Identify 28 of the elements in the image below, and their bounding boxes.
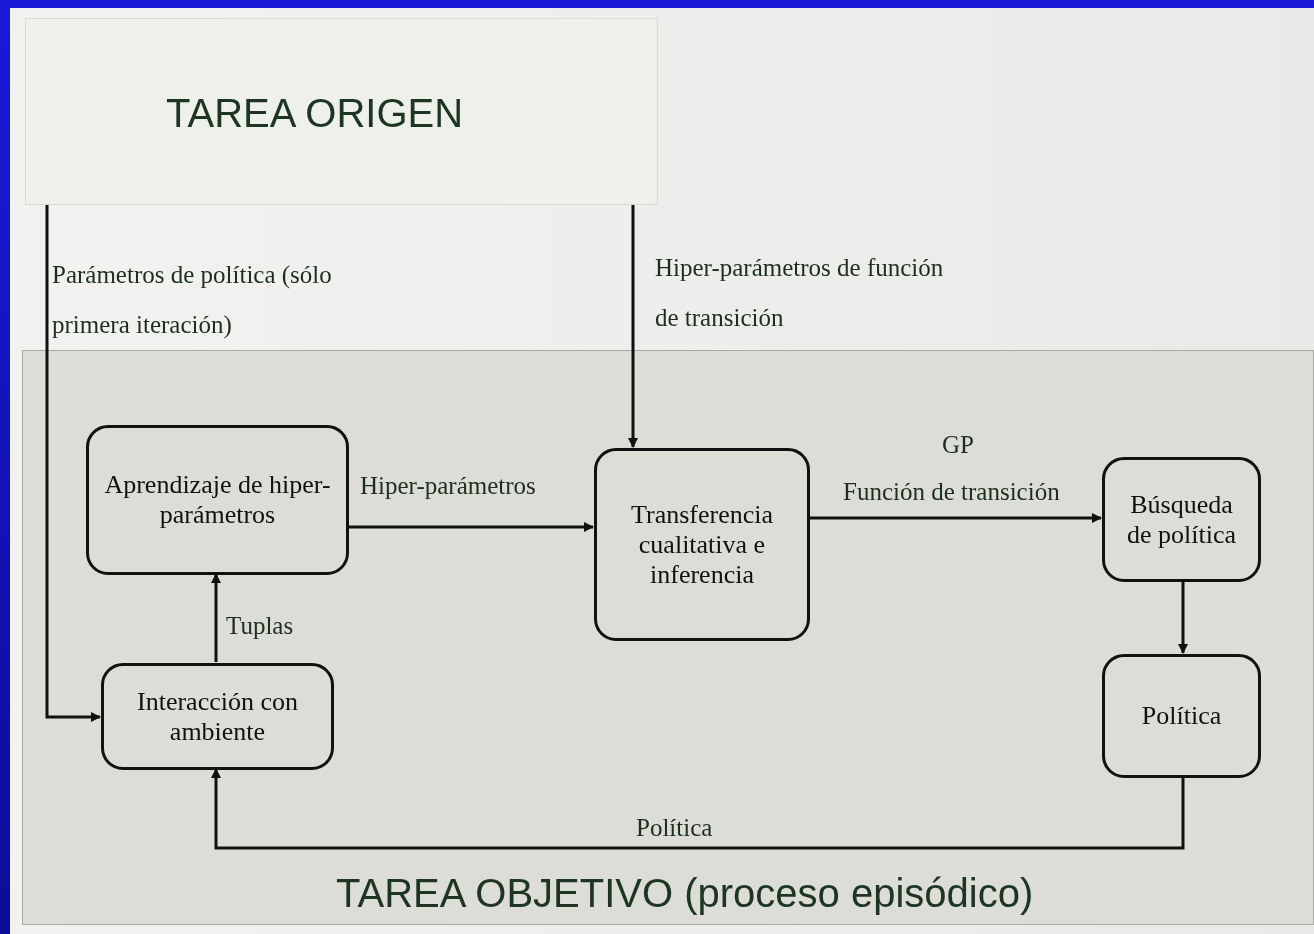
process-box — [101, 663, 334, 770]
arrow — [211, 573, 221, 662]
process-box — [1102, 457, 1261, 582]
arrow — [45, 205, 101, 722]
process-box — [594, 448, 810, 641]
process-label: Búsqueda de política — [1126, 489, 1237, 550]
edge-label: Hiper-parámetros de función de transición — [655, 253, 945, 333]
edge-label: Tuplas — [226, 611, 295, 641]
process-box — [1102, 654, 1261, 778]
region-title: TAREA OBJETIVO (proceso episódico) — [336, 871, 1034, 916]
arrow — [628, 205, 638, 448]
arrow — [348, 522, 594, 532]
process-label: Política — [1141, 701, 1222, 731]
arrow — [809, 513, 1102, 523]
edge-label: Parámetros de política (sólo primera iteración) — [52, 260, 333, 341]
process-label: Transferencia cualitativa e inferencia — [630, 499, 774, 590]
model-label: GP — [942, 430, 974, 460]
process-label: Interacción con ambiente — [136, 686, 299, 747]
target-task-region — [22, 350, 1314, 925]
edge-label: Política — [636, 813, 714, 843]
arrow — [1178, 581, 1188, 654]
edge-label: Hiper-parámetros — [360, 471, 537, 501]
arrow — [211, 768, 1185, 850]
process-box — [86, 425, 349, 575]
process-label: Aprendizaje de hiper-parámetros — [103, 470, 332, 530]
source-task-region — [25, 18, 658, 205]
region-title: TAREA ORIGEN — [166, 91, 464, 136]
edge-label: Función de transición — [843, 477, 1061, 507]
